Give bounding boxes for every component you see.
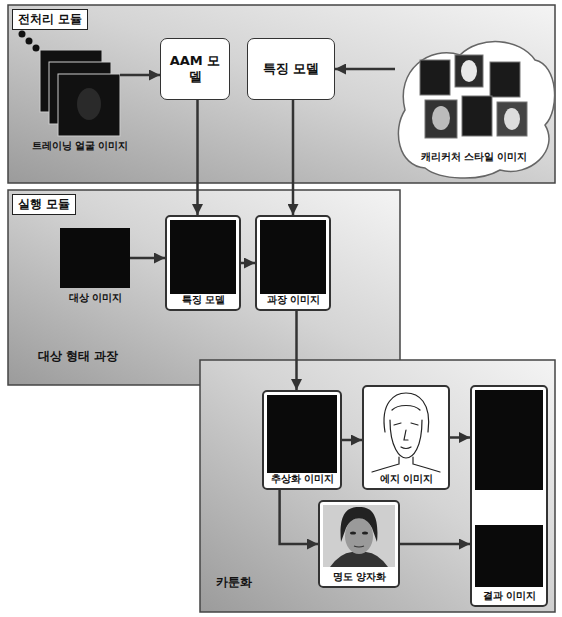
face [432,106,450,130]
target-photo [60,228,130,288]
module-tab: 전처리 모듈 [12,9,88,30]
edge-face-drawing [372,393,440,472]
flow-arrow [120,74,160,77]
panel-ground [8,190,400,385]
eye [350,531,356,534]
image-cloud: 캐리커처 스타일 이미지 [395,37,553,177]
frame-ground [362,385,450,490]
mouth [354,546,364,547]
frame-art [165,215,548,607]
module-panel: 카툰화 추상화 이미지 에지 이미지명도 양자화결과 이미지 [200,360,555,612]
mouth-line [401,447,411,449]
thumb [462,96,492,136]
cloud-outline [398,42,554,178]
image-frame: 명도 양자화 [318,500,400,588]
node-label: 대상 이미지 [69,291,122,305]
skull [461,60,477,82]
node-label: 캐리커처 스타일 이미지 [421,150,528,164]
image-frame: 특징 모델 [165,215,241,311]
node-label: 트레이닝 얼굴 이미지 [32,139,129,153]
node-label: AAM 모델 [165,53,225,86]
frame-ground [165,215,241,311]
face [345,518,373,554]
flow-arrow [342,439,362,442]
thumb [490,62,520,97]
face-line [390,420,422,458]
image-frame: 에지 이미지 [362,385,450,490]
panel-ground [8,5,555,183]
flow-arrow [335,68,395,71]
image-frame: 결과 이미지 [470,385,548,607]
photo [323,505,395,567]
eye-lines [394,423,418,425]
image-frame: 추상화 이미지 [262,390,342,490]
flow-arrow [400,543,470,546]
thumb [455,55,483,87]
thumb [425,100,457,138]
thumb [420,60,450,95]
photo [267,395,337,473]
shoulder-lines [372,457,440,472]
image-frame: 과장 이미지 [255,215,331,311]
fringe-line [392,406,420,411]
frame-ground [318,500,400,588]
dot [19,31,26,38]
stage-label: 대상 형태 과장 [38,348,118,365]
node-label: 특징 모델 [182,293,225,307]
node-label: 에지 이미지 [380,472,433,486]
node-label: 명도 양자화 [333,570,386,584]
panel-ground [200,360,555,612]
photo [58,74,120,136]
quantized-face [330,507,388,567]
image-stack: 트레이닝 얼굴 이미지 [40,50,120,136]
node-label: 과장 이미지 [267,293,320,307]
face-shadow [77,88,101,120]
module-panel: 실행 모듈대상 형태 과장대상 이미지특징 모델과장 이미지 [8,190,400,385]
model-box: AAM 모델 [160,38,230,100]
photo [170,220,236,294]
hair [341,507,378,542]
flow-arrow [295,311,298,390]
flow-arrow [292,100,295,215]
photo [475,525,543,587]
continuation-dots [19,31,40,52]
frame-ground [255,215,331,311]
module-tab: 실행 모듈 [12,194,76,215]
model-box: 특징 모델 [247,38,335,100]
thumb [497,102,527,136]
flow-arrow [196,100,199,215]
node-label: 추상화 이미지 [271,472,334,486]
dot [26,38,33,45]
photo [260,220,326,294]
photo [475,390,543,490]
flow-arrow [450,436,470,439]
image-stack-art [40,50,120,136]
shoulders [330,552,388,567]
nose-line [404,430,408,440]
face [504,108,520,130]
flow-arrow [241,262,255,265]
cloud-art [398,42,554,178]
flow-arrow [130,257,165,260]
module-panel: 전처리 모듈트레이닝 얼굴 이미지 AAM 모델 특징 모델캐리커처 스타일 이미지 [8,5,555,183]
node-label: 결과 이미지 [483,589,536,603]
eye [362,531,368,534]
frame-ground [262,390,342,490]
frame-ground [470,385,548,607]
flow-arrow [280,490,318,544]
image-box: 대상 이미지 [60,228,130,288]
stage-label: 카툰화 [216,574,252,591]
node-label: 특징 모델 [263,61,320,77]
dot [33,45,40,52]
